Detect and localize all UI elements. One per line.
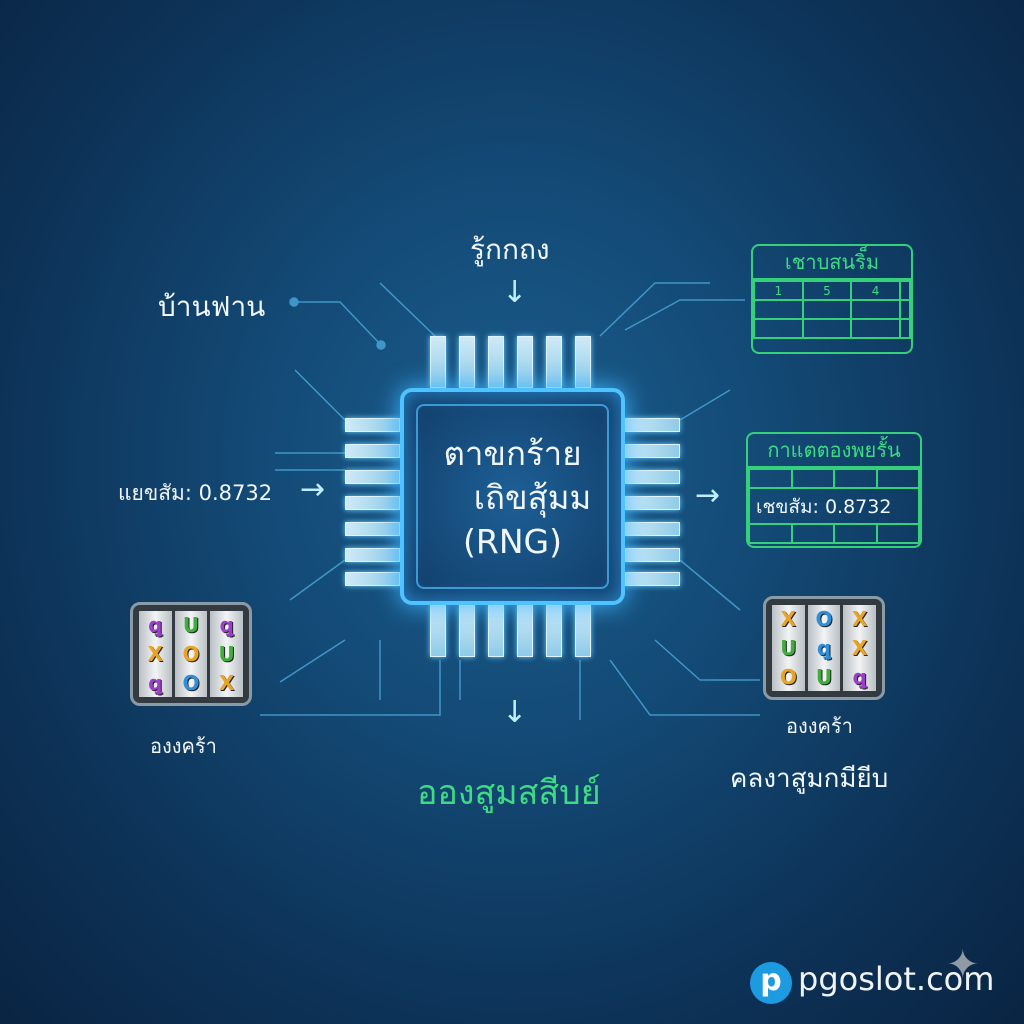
right-arrow-icon: →: [300, 472, 326, 507]
slot-symbol-icon: X: [147, 641, 164, 666]
chip-label-line1: ตาขกร้าย: [443, 434, 582, 473]
chip-pin: [625, 444, 680, 458]
slot-symbol-icon: ꝗ: [219, 613, 234, 638]
chip-pin: [345, 572, 400, 586]
slot-symbol-icon: O: [815, 607, 833, 632]
chip-pin: [625, 572, 680, 586]
right-table: กาแตตองพยรั้น เชขสัม: 0.8732: [746, 432, 922, 548]
brand-logo-icon: p: [750, 962, 792, 1004]
table-cell: [898, 280, 912, 301]
top-table-title: เชาบสนริ็ม: [753, 246, 911, 280]
chip-pin: [488, 336, 504, 388]
chip-pin: [625, 496, 680, 510]
chip-pin: [345, 522, 400, 536]
slot-symbol-icon: U: [182, 613, 200, 638]
chip-pin: [546, 336, 562, 388]
down-arrow-icon: ↓: [502, 275, 528, 310]
right-arrow-icon: →: [695, 478, 721, 513]
slot-symbol-icon: O: [779, 664, 797, 689]
chip-pin: [625, 418, 680, 432]
slot-symbol-icon: X: [851, 635, 868, 660]
chip-pin: [345, 444, 400, 458]
table-cell: 1: [753, 280, 804, 301]
brand-name: pgoslot.com: [798, 960, 995, 998]
left-top-label: บ้านฟาน: [158, 290, 266, 323]
slot-symbol-icon: ꝗ: [816, 635, 832, 660]
slot-symbol-icon: X: [780, 607, 797, 632]
right-slot-caption: องงคร้า: [786, 714, 853, 738]
chip-pin: [575, 336, 591, 388]
slot-symbol-icon: U: [815, 664, 833, 689]
down-arrow-icon: ↓: [502, 695, 528, 730]
chip-pin: [345, 548, 400, 562]
chip-pin: [517, 336, 533, 388]
chip-pin: [625, 522, 680, 536]
chip-pin: [345, 470, 400, 484]
chip-pin: [345, 496, 400, 510]
right-table-title: กาแตตองพยรั้น: [748, 434, 920, 468]
chip-pin: [459, 605, 475, 657]
chip-pin: [345, 418, 400, 432]
chip-pin: [430, 605, 446, 657]
chip-label-line2: เถิขสุ้มม: [473, 478, 592, 517]
right-bottom-label: คลงาสูมกมียีบ: [730, 764, 889, 794]
top-input-label: รู้กกถง: [470, 233, 550, 266]
chip-pin: [546, 605, 562, 657]
right-table-value: เชขสัม: 0.8732: [756, 496, 892, 518]
top-table: เชาบสนริ็ม 1 5 4: [751, 244, 913, 354]
slot-symbol-icon: ꝗ: [852, 664, 867, 689]
chip-pin: [575, 605, 591, 657]
output-label: อองสูมสสีบย์: [417, 773, 601, 813]
left-slot-caption: องงคร้า: [150, 734, 217, 758]
slot-symbol-icon: U: [218, 641, 235, 666]
chip-pin: [430, 336, 446, 388]
sparkle-icon: ✦: [946, 942, 980, 988]
chip-label-line3: (RNG): [463, 522, 562, 561]
slot-symbol-icon: ꝗ: [148, 670, 163, 695]
slot-symbol-icon: X: [851, 607, 868, 632]
slot-symbol-icon: X: [218, 670, 235, 695]
rng-chip: ตาขกร้าย เถิขสุ้มม (RNG): [400, 388, 625, 605]
table-cell: 4: [850, 280, 901, 301]
slot-symbol-icon: ꝗ: [148, 613, 163, 638]
chip-pin: [488, 605, 504, 657]
table-cell: 5: [801, 280, 853, 301]
chip-pin: [459, 336, 475, 388]
slot-symbol-icon: O: [182, 641, 200, 666]
chip-pin: [625, 470, 680, 484]
left-value-label: แยขสัม: 0.8732: [118, 481, 273, 505]
slot-symbol-icon: O: [182, 670, 200, 695]
chip-pin: [517, 605, 533, 657]
chip-pin: [625, 548, 680, 562]
slot-symbol-icon: U: [780, 635, 797, 660]
